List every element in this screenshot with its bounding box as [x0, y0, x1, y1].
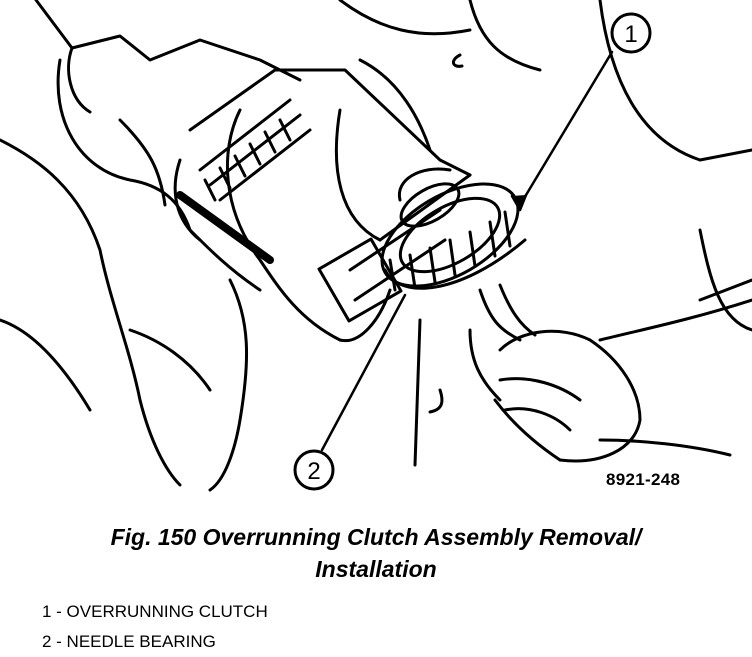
- callout-leaders: [320, 50, 614, 452]
- callout-1-number: 1: [624, 21, 637, 48]
- figure-id: 8921-248: [606, 470, 681, 489]
- right-hand-drawing: [468, 283, 752, 463]
- caption-line-1: Fig. 150 Overrunning Clutch Assembly Rem…: [110, 524, 642, 550]
- clutch-removal-illustration: 1 2: [0, 0, 752, 492]
- figure-legend: 1 - OVERRUNNING CLUTCH 2 - NEEDLE BEARIN…: [42, 597, 268, 657]
- caption-line-2: Installation: [315, 556, 437, 582]
- overrunning-clutch-drawing: [380, 167, 527, 292]
- callout-2-circle: [293, 449, 335, 491]
- callout-1-leader: [518, 50, 614, 207]
- clutch-housing-drawing: [173, 68, 472, 343]
- callout-1-circle: [610, 12, 652, 54]
- callout-2-number: 2: [307, 458, 320, 485]
- figure-caption: Fig. 150 Overrunning Clutch Assembly Rem…: [0, 521, 752, 585]
- operator-shirt-drawing: [338, 0, 752, 467]
- legend-item-2: 2 - NEEDLE BEARING: [42, 632, 216, 651]
- left-arm-drawing: [0, 0, 302, 492]
- legend-item-1: 1 - OVERRUNNING CLUTCH: [42, 602, 268, 621]
- callout-2-leader: [320, 293, 407, 452]
